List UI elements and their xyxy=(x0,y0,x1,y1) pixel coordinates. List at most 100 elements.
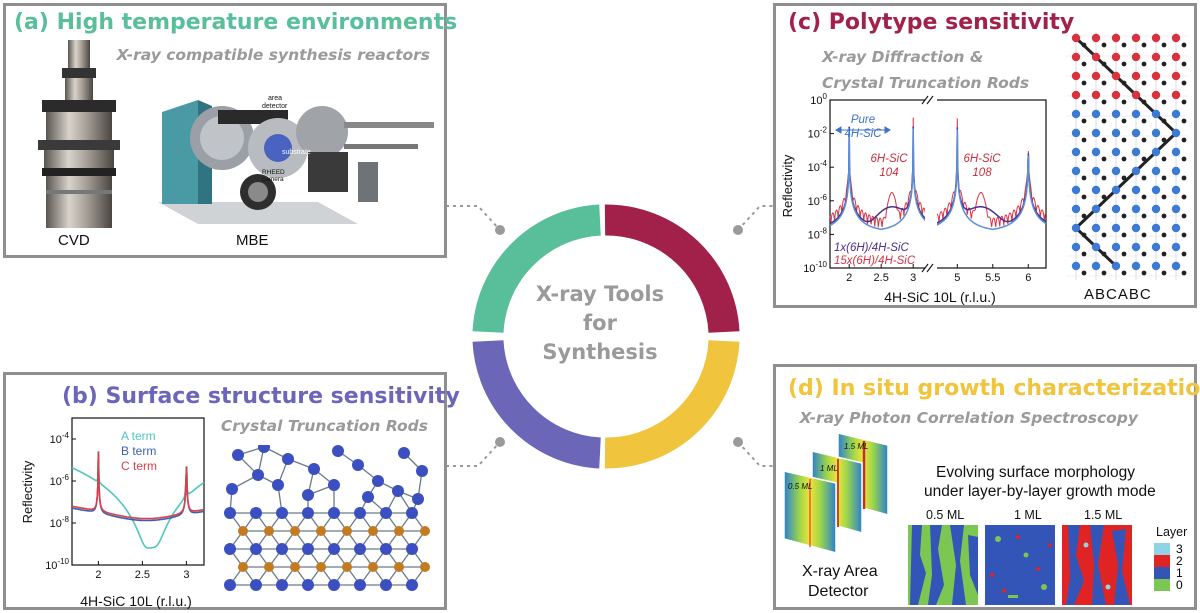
stack-atom-small xyxy=(1141,156,1147,162)
stack-atom-small xyxy=(1181,42,1187,48)
stack-atom xyxy=(1071,261,1081,271)
chart-c-ytick-0: 100 xyxy=(810,92,827,107)
chart-c-frame xyxy=(829,99,1047,269)
surface-atom xyxy=(406,579,418,591)
chart-b-ytick-2: 10-8 xyxy=(50,515,70,530)
mbe-label-rheed: RHEED xyxy=(262,169,285,176)
stack-atom-small xyxy=(1141,194,1147,200)
stack-atom xyxy=(1111,109,1121,119)
detector-frame-2-label: 1 ML xyxy=(820,464,838,473)
stack-atom xyxy=(1091,185,1101,195)
surface-atom xyxy=(272,479,284,491)
map-label-2: 1 ML xyxy=(1014,508,1042,522)
stack-atom-small xyxy=(1101,251,1107,257)
chart-c-series-pure-0 xyxy=(829,128,927,231)
panel-c-subtitle-2: Crystal Truncation Rods xyxy=(822,74,1030,92)
stack-atom-small xyxy=(1121,99,1127,105)
surface-atom xyxy=(224,543,236,555)
stack-atom xyxy=(1151,147,1161,157)
stack-atom xyxy=(1111,242,1121,252)
stack-atom-small xyxy=(1141,213,1147,219)
stack-atom-small xyxy=(1121,80,1127,86)
chart-c-series-pure-1 xyxy=(935,129,1047,231)
morphology-map-2 xyxy=(985,525,1055,605)
chart-c-series-15x-0 xyxy=(829,117,927,228)
surface-atom xyxy=(398,447,410,459)
chart-c-ytick-3: 10-6 xyxy=(808,193,828,208)
stack-atom xyxy=(1131,223,1141,233)
stack-atom xyxy=(1171,128,1181,138)
stack-atom xyxy=(1071,52,1081,62)
stack-atom-small xyxy=(1121,42,1127,48)
morphology-map-1 xyxy=(908,525,978,605)
stack-atom-small xyxy=(1141,270,1147,276)
stack-atom xyxy=(1091,90,1101,100)
stack-atom-small xyxy=(1181,213,1187,219)
stack-atom xyxy=(1091,71,1101,81)
stack-atom xyxy=(1111,90,1121,100)
stack-atom-small xyxy=(1101,99,1107,105)
stack-atom xyxy=(1151,52,1161,62)
stack-atom xyxy=(1111,33,1121,43)
stack-atom-small xyxy=(1101,80,1107,86)
stack-atom-small xyxy=(1141,175,1147,181)
chart-c-ylabel: Reflectivity xyxy=(780,154,795,217)
stack-atom xyxy=(1171,261,1181,271)
mbe-system-illustration: area detector substrate RHEED camera xyxy=(158,95,434,224)
stack-atom xyxy=(1131,261,1141,271)
stack-atom-small xyxy=(1161,137,1167,143)
chart-c-ann-pure1: Pure xyxy=(851,114,875,126)
center-label-line2: for xyxy=(583,311,617,335)
chart-b-xlabel: 4H-SiC 10L (r.l.u.) xyxy=(80,593,192,609)
stack-atom-small xyxy=(1161,42,1167,48)
chart-c-ytick-5: 10-10 xyxy=(803,260,827,275)
chart-c-ann-108a: 6H-SiC xyxy=(963,153,1001,165)
surface-atom xyxy=(368,526,378,536)
stack-atom-small xyxy=(1081,137,1087,143)
chart-c-legend-1x: 1x(6H)/4H-SiC xyxy=(834,242,909,254)
surface-atom xyxy=(394,562,404,572)
stack-atom-small xyxy=(1101,270,1107,276)
surface-atom xyxy=(368,562,378,572)
legend-title: Layer xyxy=(1156,525,1188,539)
stack-atom xyxy=(1171,90,1181,100)
stack-atom-small xyxy=(1121,156,1127,162)
surface-atom xyxy=(308,463,320,475)
stack-atom xyxy=(1111,166,1121,176)
surface-atom xyxy=(290,526,300,536)
stack-label: ABCABC xyxy=(1084,286,1152,303)
surface-atom xyxy=(352,459,364,471)
ring-segment-d xyxy=(604,339,740,469)
stack-atom-small xyxy=(1141,42,1147,48)
stack-atom-small xyxy=(1141,251,1147,257)
stack-atom xyxy=(1071,147,1081,157)
surface-atom xyxy=(316,526,326,536)
stack-atom-small xyxy=(1161,156,1167,162)
mbe-label-camera: camera xyxy=(262,176,284,183)
legend-swatch-1 xyxy=(1154,567,1170,579)
ring-segment-a xyxy=(472,204,602,334)
stack-atom-small xyxy=(1181,251,1187,257)
stack-atom-small xyxy=(1161,80,1167,86)
ring-segment-b xyxy=(472,339,602,469)
stack-atom-small xyxy=(1081,80,1087,86)
mbe-label-detector: detector xyxy=(262,103,288,110)
chart-c-ytick-1: 10-2 xyxy=(808,126,828,141)
chart-c-ann-104a: 6H-SiC xyxy=(870,153,908,165)
stack-atom xyxy=(1131,33,1141,43)
legend-label-2: 2 xyxy=(1176,554,1183,568)
stack-atom xyxy=(1071,128,1081,138)
stack-atom-small xyxy=(1181,99,1187,105)
stack-atom-small xyxy=(1121,175,1127,181)
stack-atom xyxy=(1131,242,1141,252)
surface-atom xyxy=(372,475,384,487)
stack-atom xyxy=(1111,185,1121,195)
surface-atom xyxy=(362,491,374,503)
stack-atom-small xyxy=(1161,251,1167,257)
stack-atom xyxy=(1151,90,1161,100)
surface-atom xyxy=(328,507,340,519)
stack-atom xyxy=(1171,223,1181,233)
surface-atom xyxy=(406,543,418,555)
